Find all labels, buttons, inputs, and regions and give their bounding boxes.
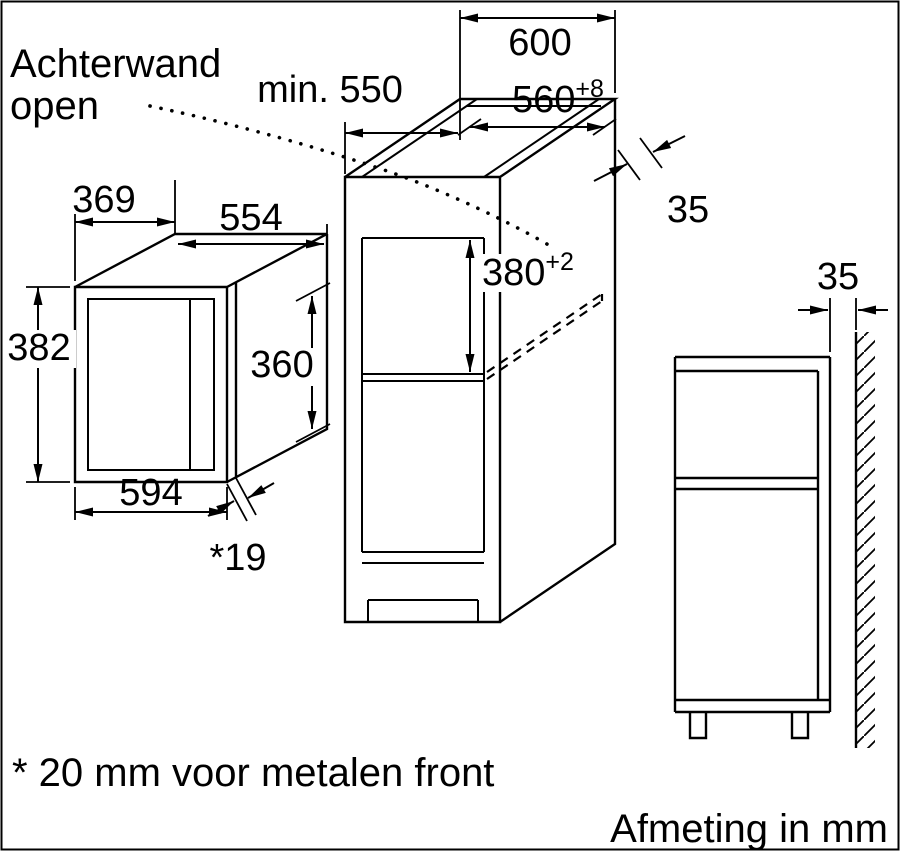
dim-35-top-arrow-right (652, 135, 686, 153)
dim-19-arrow-right (247, 482, 275, 499)
dim-19-extension-lines (226, 477, 257, 522)
dim-35-top-arrow-left (593, 163, 628, 182)
cabinet-shelf-dashed-lines (486, 293, 604, 380)
leader-dotted-line (148, 104, 554, 249)
dim-382-extension-lines (26, 286, 70, 483)
label-background (246, 348, 320, 386)
dim-35-wall-extension-lines (829, 298, 857, 352)
niche-width-value: 560 (512, 79, 575, 121)
dim-label-front-width: 594 (119, 472, 182, 514)
dim-35-top-extension-ticks (617, 137, 663, 181)
dim-19-arrow-left (207, 500, 235, 517)
side-view (673, 332, 875, 748)
dim-label-rear-gap: 35 (667, 189, 709, 231)
cabinet-outline (343, 97, 619, 624)
cabinet-dimensions: 600 min. 550 560+8 35 380+2 (257, 10, 709, 372)
niche-width-tolerance: +8 (575, 75, 604, 103)
microwave-door-detail (87, 298, 215, 471)
dim-label-outer-width: 600 (508, 22, 571, 64)
dim-label-niche-width: 560+8 (512, 75, 604, 121)
dim-label-min-depth: min. 550 (257, 69, 403, 111)
microwave-dimensions: 369 554 382 360 594 *19 (4, 179, 331, 579)
microwave-outline (73, 232, 329, 484)
side-view-dimensions: 35 (798, 256, 888, 352)
note-footnote: * 20 mm voor metalen front (12, 751, 494, 795)
dim-label-wall-gap: 35 (817, 256, 859, 298)
side-view-cabinet (673, 355, 832, 740)
dim-label-door-thickness: *19 (209, 537, 266, 579)
microwave-unit (73, 232, 329, 484)
note-back-wall-line2: open (10, 84, 99, 128)
dim-360-extension-lines (295, 282, 331, 443)
label-background (4, 330, 76, 368)
dim-600-extension-lines (459, 10, 616, 140)
dim-label-appliance-width: 554 (219, 197, 282, 239)
niche-height-tolerance: +2 (545, 248, 574, 276)
cabinet-inner-lines (361, 98, 601, 622)
note-units: Afmeting in mm (610, 807, 888, 851)
niche-height-value: 380 (482, 252, 545, 294)
label-background (476, 254, 578, 292)
dim-label-front-height: 382 (7, 327, 70, 369)
dim-label-body-height: 360 (250, 344, 313, 386)
note-back-wall-line1: Achterwand (10, 42, 221, 86)
cabinet-unit (343, 97, 619, 624)
dim-label-niche-height: 380+2 (482, 248, 574, 294)
wall-hatching (857, 332, 875, 748)
dim-label-appliance-depth: 369 (72, 179, 135, 221)
